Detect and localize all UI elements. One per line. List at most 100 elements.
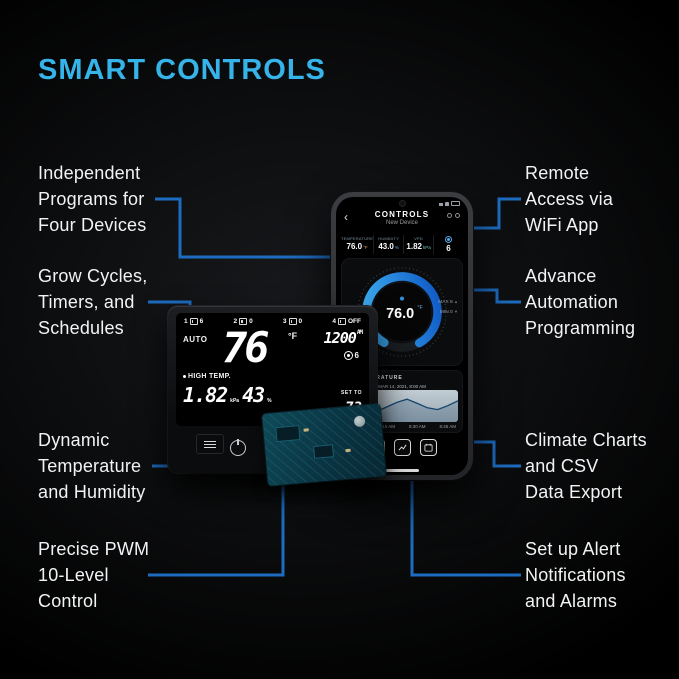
dial-max-min: MAX 8 ▲ MIN 0 ▼ — [438, 297, 458, 317]
port-value: OFF — [347, 318, 361, 325]
device-port-icon — [337, 318, 346, 325]
stat-number: 6 — [446, 244, 451, 253]
clock-suffix: AM — [356, 329, 363, 336]
header-action-icons[interactable] — [447, 213, 460, 218]
device-port-icon — [239, 318, 248, 325]
feature-line: Grow Cycles, — [38, 266, 148, 286]
stat-value: 1.82kPa — [404, 242, 433, 251]
feature-advance-automation: Advance Automation Programming — [525, 263, 635, 341]
port-value: 0 — [298, 318, 303, 325]
dial-unit: °F — [417, 305, 422, 311]
port-value: 0 — [249, 318, 253, 325]
feature-climate-charts: Climate Charts and CSV Data Export — [525, 427, 647, 505]
chart-title: TEMPERATURE — [354, 375, 403, 381]
callout-line-left-1 — [155, 197, 333, 259]
port-value: 6 — [199, 318, 204, 325]
feature-line: Data Export — [525, 482, 623, 502]
x-tick: 8:30 AM — [408, 424, 426, 429]
clock-digits: 1200 — [323, 329, 357, 347]
power-button[interactable] — [230, 439, 246, 456]
feature-line: Control — [38, 591, 98, 611]
feature-line: Schedules — [38, 318, 124, 338]
dial-fan-icon — [399, 296, 405, 301]
feature-remote-access: Remote Access via WiFi App — [525, 160, 613, 238]
x-tick: 8:15 AM — [378, 424, 395, 429]
stat-value: 76.0°F — [341, 242, 373, 251]
chip-icon — [313, 444, 335, 459]
feature-independent-programs: Independent Programs for Four Devices — [38, 160, 146, 238]
header-icon[interactable] — [455, 213, 460, 218]
callout-line-right-1 — [471, 197, 521, 230]
max-label: MAX 8 — [438, 300, 453, 305]
stat-label: HUMIDITY — [378, 236, 400, 241]
fan-icon — [343, 351, 353, 360]
feature-line: Notifications — [525, 565, 626, 585]
back-arrow-icon[interactable]: ‹ — [344, 210, 348, 224]
high-temp-alert: HIGH TEMP. — [183, 373, 231, 380]
stat-fan: 6 — [433, 235, 463, 254]
stat-unit: % — [394, 245, 399, 250]
battery-icon — [451, 201, 460, 206]
app-header: ‹ CONTROLS New Device — [336, 210, 468, 232]
feature-line: Climate Charts — [525, 430, 647, 450]
callout-line-right-2 — [471, 288, 521, 304]
stat-unit: °F — [363, 245, 368, 250]
feature-line: Independent — [38, 163, 141, 183]
port-indicator-4: 4 OFF — [332, 318, 361, 325]
alert-dot-icon — [183, 375, 186, 378]
port-number: 1 — [184, 318, 188, 325]
resistor-icon — [303, 428, 309, 432]
page-title: SMART CONTROLS — [38, 54, 326, 86]
feature-line: Set up Alert — [525, 539, 621, 559]
humidity-unit: % — [267, 398, 272, 404]
schedule-button[interactable] — [419, 439, 437, 456]
dial-arc — [362, 272, 442, 352]
calendar-icon — [423, 443, 433, 452]
feature-line: and CSV — [525, 456, 599, 476]
status-icons — [439, 201, 460, 206]
resistor-icon — [345, 448, 351, 453]
stat-value: 6 — [434, 244, 463, 253]
line-chart-icon — [398, 444, 407, 451]
display-main: AUTO 76 °F 1200AM 6 HIGH TEMP. 1.82 kPa … — [176, 325, 369, 420]
charts-button[interactable] — [393, 439, 411, 456]
feature-line: Four Devices — [38, 215, 147, 235]
wifi-icon — [445, 202, 449, 206]
stat-number: 43.0 — [378, 242, 394, 251]
fan-level: 6 — [354, 351, 359, 360]
feature-line: Precise PWM — [38, 539, 150, 559]
down-arrow-icon[interactable]: ▼ — [454, 309, 458, 314]
feature-line: and Humidity — [38, 482, 146, 502]
feature-line: Programs for — [38, 189, 145, 209]
feature-line: Dynamic — [38, 430, 110, 450]
feature-precise-pwm: Precise PWM 10-Level Control — [38, 536, 149, 614]
feature-line: Temperature — [38, 456, 142, 476]
fan-icon — [434, 236, 463, 243]
fan-level-indicator: 6 — [343, 351, 359, 360]
device-name: New Device — [385, 220, 418, 226]
stat-label: VPD — [414, 236, 423, 241]
display-temperature: 76 — [222, 323, 270, 372]
feature-line: Timers, and — [38, 292, 135, 312]
header-icon[interactable] — [447, 213, 452, 218]
feature-dynamic-temperature: Dynamic Temperature and Humidity — [38, 427, 145, 505]
port-number: 4 — [332, 318, 336, 325]
vpd-value: 1.82 — [183, 383, 228, 407]
feature-line: Remote — [525, 163, 590, 183]
stat-number: 1.82 — [406, 242, 422, 251]
set-to-label: SET TO — [341, 390, 362, 396]
device-port-icon — [288, 318, 297, 325]
device-port-icon — [189, 318, 198, 325]
up-arrow-icon[interactable]: ▲ — [454, 299, 458, 304]
menu-button[interactable] — [196, 434, 224, 454]
phone-status-bar — [336, 197, 468, 208]
display-temp-unit: °F — [288, 331, 298, 341]
capacitor-icon — [353, 415, 366, 428]
stat-humidity: HUMIDITY 43.0% — [373, 235, 403, 254]
stat-value: 43.0% — [374, 242, 403, 251]
home-indicator[interactable] — [385, 469, 419, 472]
